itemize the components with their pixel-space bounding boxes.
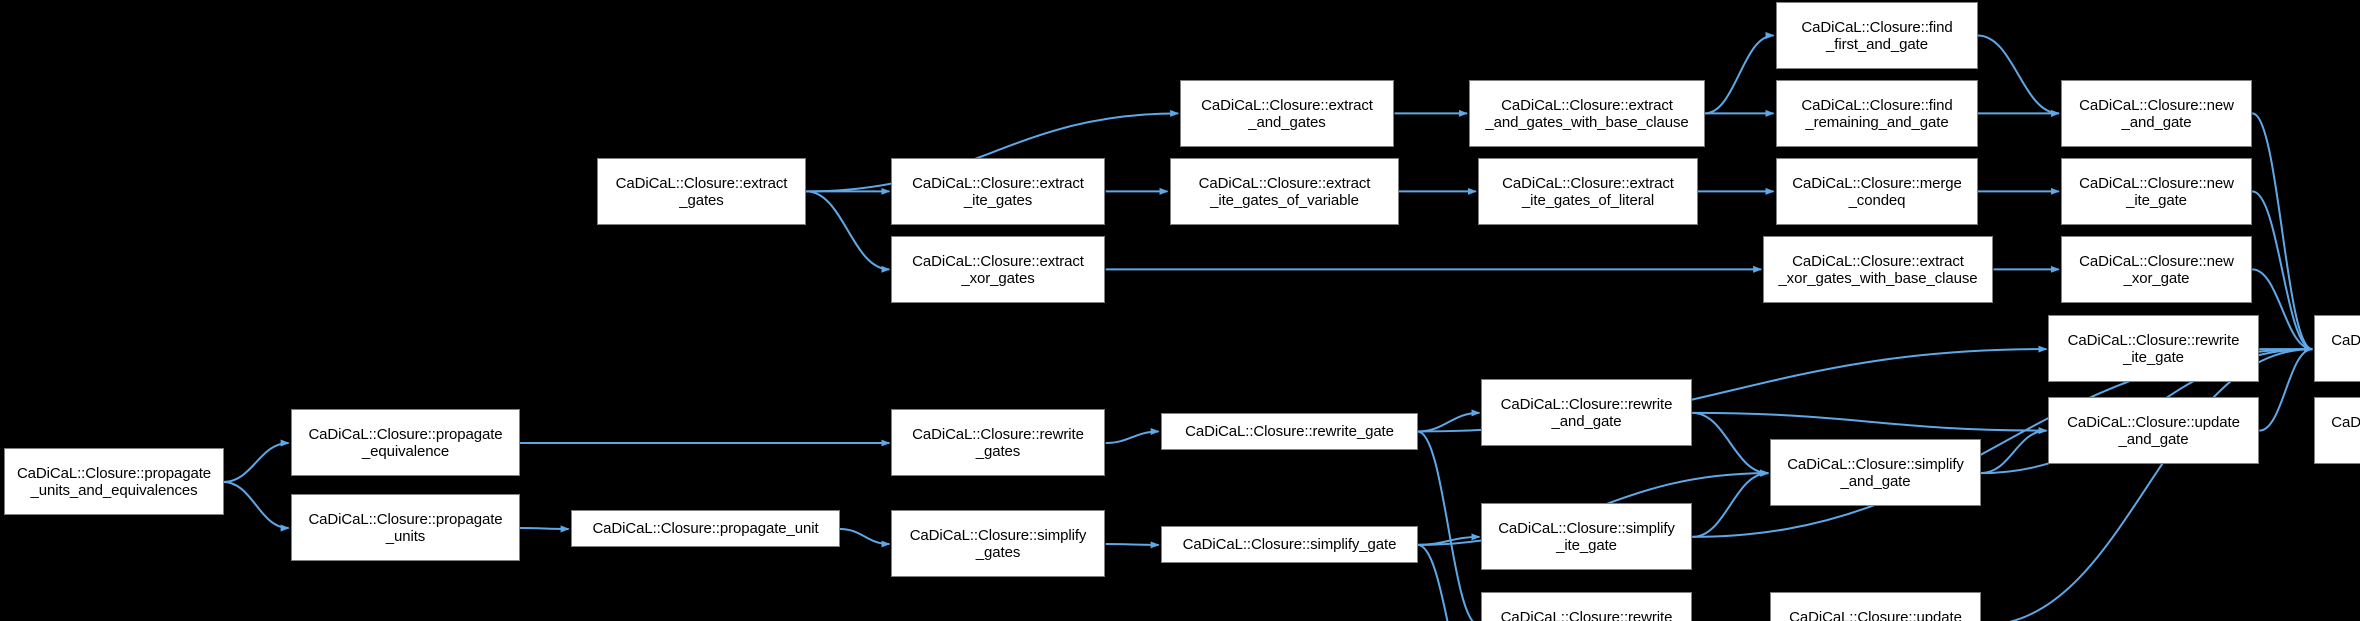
graph-node[interactable]: CaDiCaL::Closure::simplify _ite_gate [1481,503,1692,570]
graph-node[interactable]: CaDiCaL::Closure::propagate_unit [571,510,840,547]
graph-edge [2252,268,2314,353]
graph-edge [1417,430,1474,621]
graph-node[interactable]: CaDiCaL::Closure::merge _literals_lrat [2314,397,2360,464]
graph-node[interactable]: CaDiCaL::Closure::extract _xor_gates [891,236,1105,303]
graph-edge [223,439,290,483]
graph-edge [1704,31,1775,115]
graph-node[interactable]: CaDiCaL::Closure::extract _and_gates [1180,80,1394,147]
graph-node[interactable]: CaDiCaL::Closure::update _and_gate [2048,397,2259,464]
graph-node[interactable]: CaDiCaL::Closure::rewrite _and_gate [1481,379,1692,446]
graph-edge [1105,541,1160,549]
graph-edge [1977,34,2060,117]
graph-node[interactable]: CaDiCaL::Closure::extract _and_gates_wit… [1469,80,1705,147]
graph-edge [839,527,891,548]
graph-edge [519,525,570,533]
graph-node[interactable]: CaDiCaL::Closure::extract _gates [597,158,806,225]
graph-node[interactable]: CaDiCaL::Closure::extract _ite_gates_of_… [1478,158,1698,225]
graph-edge [1692,469,1770,538]
graph-node[interactable]: CaDiCaL::Closure::simplify_gate [1161,526,1418,563]
graph-node[interactable]: CaDiCaL::Closure::new _ite_gate [2061,158,2252,225]
graph-edge [2008,345,2314,621]
graph-edge [1417,543,1449,621]
graph-node[interactable]: CaDiCaL::Closure::rewrite _ite_gate [2048,315,2259,382]
graph-node[interactable]: CaDiCaL::Closure::new _xor_gate [2061,236,2252,303]
graph-edge [1417,533,1481,546]
graph-edge [1417,409,1481,433]
graph-edge [2251,190,2314,353]
graph-node[interactable]: CaDiCaL::Closure::rewrite _gates [891,409,1105,476]
graph-edge [1692,411,1770,477]
graph-node[interactable]: CaDiCaL::Closure::extract _ite_gates [891,158,1105,225]
graph-node[interactable]: CaDiCaL::Closure::simplify _and_gate [1770,439,1981,506]
graph-edge [2251,112,2314,353]
graph-node[interactable]: CaDiCaL::Closure::merge _literals_lrat [2314,315,2360,382]
graph-node[interactable]: CaDiCaL::Closure::find _first_and_gate [1776,2,1978,69]
graph-node[interactable]: CaDiCaL::Closure::propagate _equivalence [291,409,520,476]
graph-node[interactable]: CaDiCaL::Closure::update _xor_gate [1770,592,1981,621]
graph-edge [1105,427,1160,444]
graph-edge [2259,345,2314,432]
graph-node[interactable]: CaDiCaL::Closure::find _remaining_and_ga… [1776,80,1978,147]
graph-edge [1981,427,2048,475]
graph-node[interactable]: CaDiCaL::Closure::simplify _gates [891,510,1105,577]
graph-node[interactable]: CaDiCaL::Closure::propagate _units [291,494,520,561]
graph-node[interactable]: CaDiCaL::Closure::extract _ite_gates_of_… [1170,158,1399,225]
graph-node[interactable]: CaDiCaL::Closure::rewrite_gate [1161,413,1418,450]
graph-edge [223,480,290,532]
graph-edge [1692,411,2048,435]
graph-edge [806,190,891,273]
graph-node[interactable]: CaDiCaL::Closure::rewrite _xor_gate [1481,592,1692,621]
graph-node[interactable]: CaDiCaL::Closure::new _and_gate [2061,80,2252,147]
graph-node[interactable]: CaDiCaL::Closure::propagate _units_and_e… [4,448,224,515]
graph-node[interactable]: CaDiCaL::Closure::extract _xor_gates_wit… [1763,236,1993,303]
graph-node[interactable]: CaDiCaL::Closure::merge _condeq [1776,158,1978,225]
